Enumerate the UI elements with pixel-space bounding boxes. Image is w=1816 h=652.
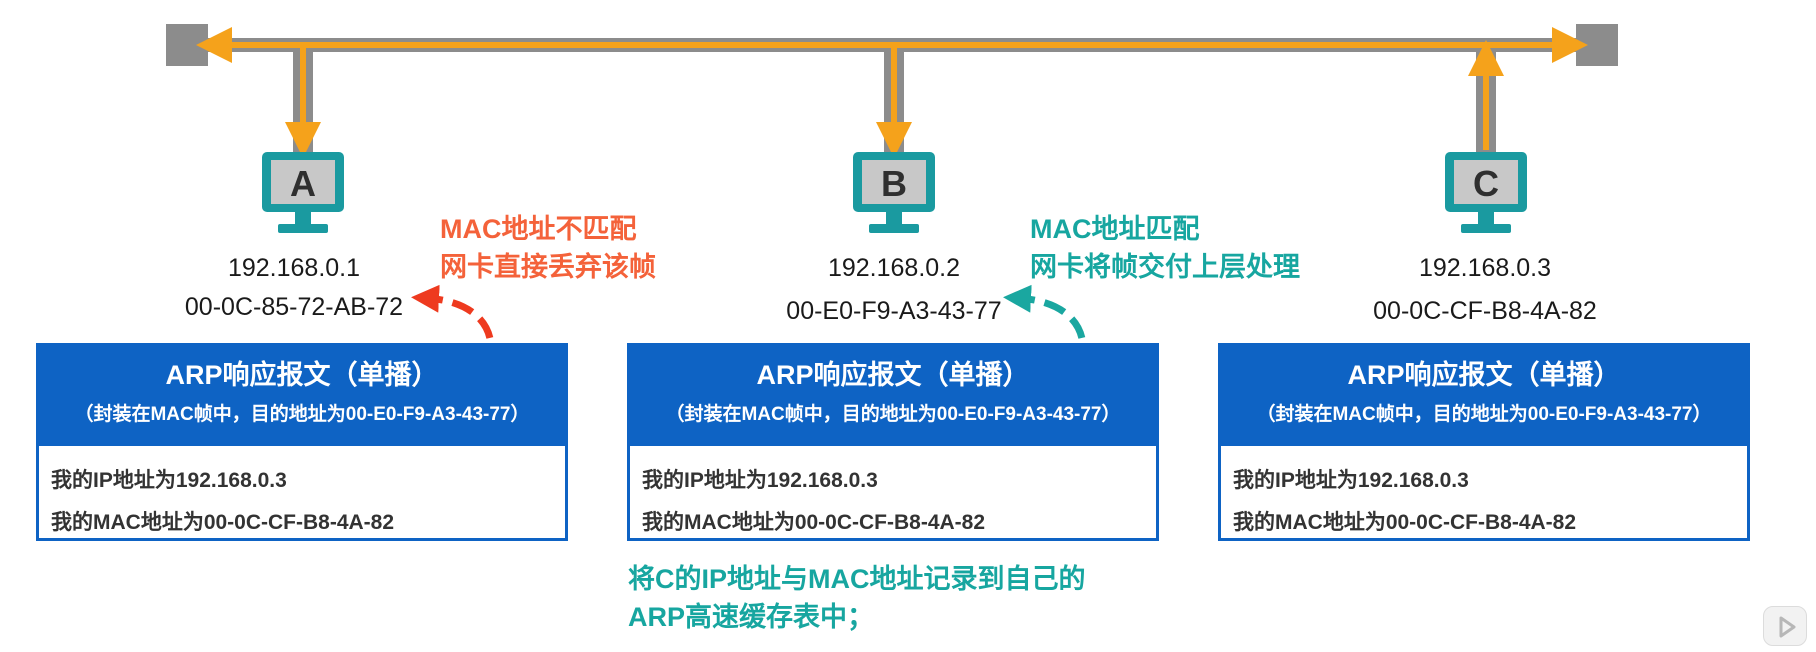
- arp-box-ip-line: 我的IP地址为192.168.0.3: [642, 469, 878, 492]
- computer-monitor-icon: C: [1445, 152, 1527, 233]
- cache-record-note-line2: ARP高速缓存表中；: [628, 602, 875, 632]
- arp-reply-box-c: ARP响应报文（单播） （封装在MAC帧中，目的地址为00-E0-F9-A3-4…: [1218, 343, 1750, 541]
- play-button[interactable]: [1763, 606, 1807, 646]
- arp-box-body: 我的IP地址为192.168.0.3 我的MAC地址为00-0C-CF-B8-4…: [1221, 446, 1747, 544]
- arp-box-title: ARP响应报文（单播）: [1347, 360, 1621, 390]
- host-a-mac: 00-0C-85-72-AB-72: [184, 293, 404, 321]
- match-note-line1: MAC地址匹配: [1030, 214, 1200, 244]
- computer-monitor-icon: B: [853, 152, 935, 233]
- host-a-ip: 192.168.0.1: [227, 254, 361, 282]
- host-b-mac: 00-E0-F9-A3-43-77: [786, 297, 1002, 325]
- host-label-b: B: [881, 163, 907, 204]
- arp-box-body: 我的IP地址为192.168.0.3 我的MAC地址为00-0C-CF-B8-4…: [39, 446, 565, 544]
- mismatch-note-line1: MAC地址不匹配: [440, 214, 637, 244]
- host-c-mac: 00-0C-CF-B8-4A-82: [1373, 297, 1597, 325]
- play-icon: [1779, 616, 1796, 638]
- match-note-line2: 网卡将帧交付上层处理: [1030, 252, 1300, 282]
- host-label-c: C: [1473, 163, 1499, 204]
- arp-box-subtitle: （封装在MAC帧中，目的地址为00-E0-F9-A3-43-77）: [1256, 404, 1712, 425]
- arp-reply-box-b: ARP响应报文（单播） （封装在MAC帧中，目的地址为00-E0-F9-A3-4…: [627, 343, 1159, 541]
- arp-reply-box-a: ARP响应报文（单播） （封装在MAC帧中，目的地址为00-E0-F9-A3-4…: [36, 343, 568, 541]
- host-b-ip: 192.168.0.2: [827, 254, 961, 282]
- arp-box-header: ARP响应报文（单播） （封装在MAC帧中，目的地址为00-E0-F9-A3-4…: [630, 346, 1156, 446]
- arp-box-header: ARP响应报文（单播） （封装在MAC帧中，目的地址为00-E0-F9-A3-4…: [1221, 346, 1747, 446]
- arp-box-subtitle: （封装在MAC帧中，目的地址为00-E0-F9-A3-43-77）: [74, 404, 530, 425]
- arp-box-mac-line: 我的MAC地址为00-0C-CF-B8-4A-82: [1233, 511, 1577, 534]
- arp-box-title: ARP响应报文（单播）: [756, 360, 1030, 390]
- arp-box-ip-line: 我的IP地址为192.168.0.3: [51, 469, 287, 492]
- computer-monitor-icon: A: [262, 152, 344, 233]
- match-note: MAC地址匹配 网卡将帧交付上层处理: [1030, 210, 1300, 286]
- arp-box-mac-line: 我的MAC地址为00-0C-CF-B8-4A-82: [51, 511, 395, 534]
- host-label-a: A: [290, 163, 316, 204]
- mismatch-note-line2: 网卡直接丢弃该帧: [440, 252, 656, 282]
- bus-terminator-left: [166, 24, 208, 66]
- arp-box-mac-line: 我的MAC地址为00-0C-CF-B8-4A-82: [642, 511, 986, 534]
- cache-record-note: 将C的IP地址与MAC地址记录到自己的 ARP高速缓存表中；: [628, 560, 1086, 636]
- host-c-ip: 192.168.0.3: [1418, 254, 1552, 282]
- cache-record-note-line1: 将C的IP地址与MAC地址记录到自己的: [628, 564, 1086, 594]
- arp-box-body: 我的IP地址为192.168.0.3 我的MAC地址为00-0C-CF-B8-4…: [630, 446, 1156, 544]
- arp-box-subtitle: （封装在MAC帧中，目的地址为00-E0-F9-A3-43-77）: [665, 404, 1121, 425]
- bus-terminator-right: [1576, 24, 1618, 66]
- arp-box-title: ARP响应报文（单播）: [165, 360, 439, 390]
- arp-box-header: ARP响应报文（单播） （封装在MAC帧中，目的地址为00-E0-F9-A3-4…: [39, 346, 565, 446]
- arp-box-ip-line: 我的IP地址为192.168.0.3: [1233, 469, 1469, 492]
- mismatch-note: MAC地址不匹配 网卡直接丢弃该帧: [440, 210, 656, 286]
